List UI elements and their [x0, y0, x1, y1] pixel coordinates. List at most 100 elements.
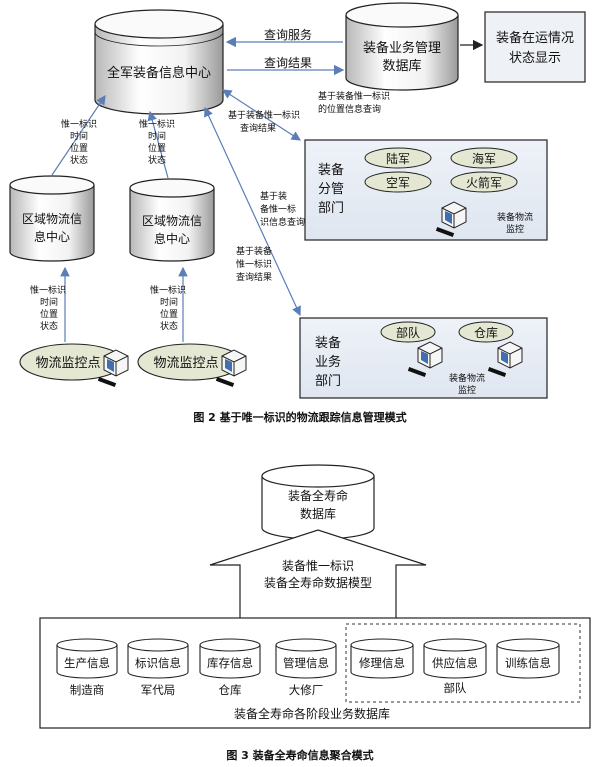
business-db-cylinder: 装备业务管理 数据库: [345, 2, 459, 91]
computer-icon: [487, 341, 523, 377]
id-note-upper-right: 惟一标识 时间 位置 状态: [139, 118, 175, 166]
model-label-2: 装备全寿命数据模型: [264, 575, 372, 590]
id-note-text: 状态: [160, 320, 178, 332]
unit-airforce-label: 空军: [386, 176, 410, 190]
db-label: 修理信息: [359, 656, 405, 670]
status-label-2: 状态显示: [509, 51, 561, 66]
branch-department-box: 装备 分管 部门 陆军 海军 空军 火箭军 装备物流 监控: [304, 139, 548, 241]
figure3-caption: 图 3 装备全寿命信息聚合模式: [226, 748, 373, 762]
id-note-text: 状态: [148, 154, 166, 166]
id-note-text: 惟一标识: [61, 118, 97, 130]
monitor-label-1: 装备物流: [497, 211, 533, 223]
owner-overhaul-plant: 大修厂: [289, 683, 324, 697]
unit-troops-label: 部队: [396, 325, 420, 340]
monitor-label-2: 监控: [458, 384, 476, 396]
computer-icon: [97, 349, 129, 387]
db-training: 训练信息: [496, 638, 560, 679]
lifecycle-db-cylinder: 装备全寿命 数据库: [261, 464, 375, 540]
lifecycle-db-label-2: 数据库: [300, 506, 336, 521]
figure2-caption: 图 2 基于唯一标识的物流跟踪信息管理模式: [193, 410, 406, 424]
troops-group-dashed-box: [345, 623, 581, 703]
db-label: 标识信息: [135, 656, 181, 670]
biz-query-arrow: [204, 106, 301, 317]
db-supply: 供应信息: [423, 638, 487, 679]
id-note-lower-left: 惟一标识 时间 位置 状态: [30, 284, 66, 332]
business-department-box: 装备 业务 部门 部队 仓库 装备物流 监控: [299, 317, 548, 399]
unit-rocketforce-label: 火箭军: [466, 175, 502, 190]
id-note-text: 惟一标识: [139, 118, 175, 130]
db-inventory: 库存信息: [199, 638, 261, 679]
db-label: 库存信息: [207, 656, 253, 670]
db-label: 管理信息: [283, 656, 329, 670]
id-note-text: 时间: [70, 130, 88, 142]
regional-center-1: 区域物流信 息中心: [9, 175, 95, 262]
db-label: 生产信息: [64, 656, 110, 670]
owner-military-rep: 军代局: [141, 683, 176, 697]
id-note-text: 时间: [160, 296, 178, 308]
branch-dept-label-3: 部门: [318, 201, 344, 216]
id-note-lower-right: 惟一标识 时间 位置 状态: [150, 284, 186, 332]
computer-icon: [407, 341, 443, 377]
business-db-label-2: 数据库: [382, 58, 421, 74]
id-note-text: 位置: [40, 308, 58, 320]
aggregation-arrow: [209, 529, 427, 618]
id-note-upper-left: 惟一标识 时间 位置 状态: [61, 118, 97, 166]
branch-query-label-1: 基于装: [260, 190, 287, 202]
branch-query-label-2: 备惟一标: [260, 203, 296, 215]
lifecycle-db-label-1: 装备全寿命: [288, 488, 348, 503]
unit-army-label: 陆军: [386, 151, 410, 166]
mid-label-2: 的位置信息查询: [318, 103, 381, 115]
logistics-point-label: 物流监控点: [153, 356, 218, 371]
central-db-label: 全军装备信息中心: [107, 65, 211, 81]
db-label: 供应信息: [432, 656, 478, 670]
unit-warehouse-label: 仓库: [474, 325, 498, 340]
owner-warehouse: 仓库: [219, 683, 242, 697]
monitor-label-1: 装备物流: [449, 372, 485, 384]
regional-center-label-2: 息中心: [154, 231, 190, 246]
model-label-1: 装备惟一标识: [282, 559, 354, 573]
biz-result-label-3: 查询结果: [236, 271, 272, 283]
regional-center-2: 区域物流信 息中心: [129, 178, 215, 262]
central-db-cylinder: 全军装备信息中心: [94, 9, 224, 115]
owner-troops: 部队: [444, 681, 467, 695]
branch-dept-label-2: 分管: [318, 182, 344, 197]
computer-icon: [435, 201, 467, 237]
left-label-2: 查询结果: [240, 122, 276, 134]
biz-result-label-2: 惟一标识: [236, 258, 272, 270]
regional-center-label-1: 区域物流信: [142, 214, 202, 228]
regional-center-label-2: 息中心: [34, 229, 70, 244]
id-note-text: 状态: [70, 154, 88, 166]
db-management: 管理信息: [275, 638, 337, 679]
logistics-point-1: 物流监控点: [19, 343, 129, 387]
id-note-text: 惟一标识: [30, 284, 66, 296]
query-result-label: 查询结果: [264, 56, 312, 70]
id-note-text: 时间: [148, 130, 166, 142]
biz-dept-label-2: 业务: [315, 354, 341, 370]
branch-dept-label-1: 装备: [318, 162, 344, 178]
left-label-1: 基于装备惟一标识: [228, 109, 300, 121]
id-note-text: 惟一标识: [150, 284, 186, 296]
db-label: 训练信息: [505, 656, 551, 670]
mid-label-1: 基于装备惟一标识: [318, 90, 390, 102]
id-note-text: 位置: [160, 308, 178, 320]
db-identification: 标识信息: [127, 638, 189, 679]
regional-center-label-1: 区域物流信: [22, 212, 82, 226]
biz-result-label-1: 基于装备: [236, 245, 272, 257]
owner-manufacturer: 制造商: [70, 683, 105, 697]
db-production: 生产信息: [56, 638, 118, 679]
status-label-1: 装备在运情况: [496, 30, 574, 46]
logistics-point-2: 物流监控点: [137, 343, 247, 387]
biz-dept-label-1: 装备: [315, 335, 341, 351]
id-note-text: 位置: [148, 142, 166, 154]
business-db-label-1: 装备业务管理: [363, 40, 441, 56]
id-note-text: 位置: [70, 142, 88, 154]
id-note-text: 时间: [40, 296, 58, 308]
unit-navy-label: 海军: [472, 151, 496, 166]
branch-query-label-3: 识信息查询: [260, 216, 305, 228]
business-db-label: 装备全寿命各阶段业务数据库: [234, 706, 390, 721]
biz-dept-label-3: 部门: [315, 374, 341, 389]
regional2-to-central-arrow: [147, 110, 169, 179]
db-repair: 修理信息: [350, 638, 414, 679]
regional1-to-central-arrow: [51, 95, 106, 176]
computer-icon: [215, 349, 247, 387]
